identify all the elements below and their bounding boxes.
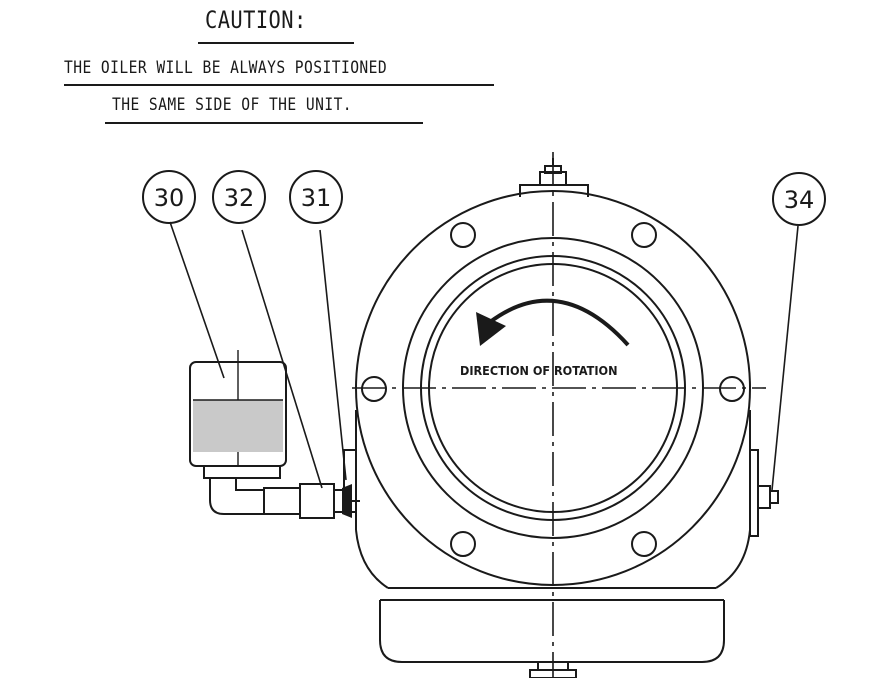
balloon-31-label: 31 [301,184,332,212]
bolt-hole [450,531,476,557]
direction-of-rotation-label: DIRECTION OF ROTATION [460,363,617,378]
bolt-hole [719,376,745,402]
caution-title: CAUTION: [205,6,307,34]
fitting-31 [342,484,352,518]
bolt-hole [450,222,476,248]
oiler [189,350,360,519]
rotation-arrow [488,298,630,347]
caution-note-line-2: THE SAME SIDE OF THE UNIT. [112,95,353,115]
balloon-32 [212,170,266,224]
balloon-34 [772,172,826,226]
caution-underline [198,42,354,44]
balloon-34-label: 34 [784,186,815,214]
right-plug [749,449,779,537]
balloon-31 [289,170,343,224]
balloon-30-label: 30 [154,184,185,212]
note-line-2-underline [105,122,423,124]
note-line-1-underline [64,84,494,86]
bolt-hole [631,222,657,248]
oil-level-fill [193,400,283,452]
leader-31 [319,229,347,481]
caution-note-line-1: THE OILER WILL BE ALWAYS POSITIONED [64,58,388,78]
leader-32 [241,229,323,489]
lower-housing [379,587,725,663]
leader-34 [771,225,799,491]
rotation-arrowhead [476,312,506,346]
balloon-30 [142,170,196,224]
bolt-hole [631,531,657,557]
bolt-hole [361,376,387,402]
leader-30 [169,221,225,379]
housing-right-curve [715,529,751,589]
balloon-32-label: 32 [224,184,255,212]
housing-left-curve [355,529,389,589]
